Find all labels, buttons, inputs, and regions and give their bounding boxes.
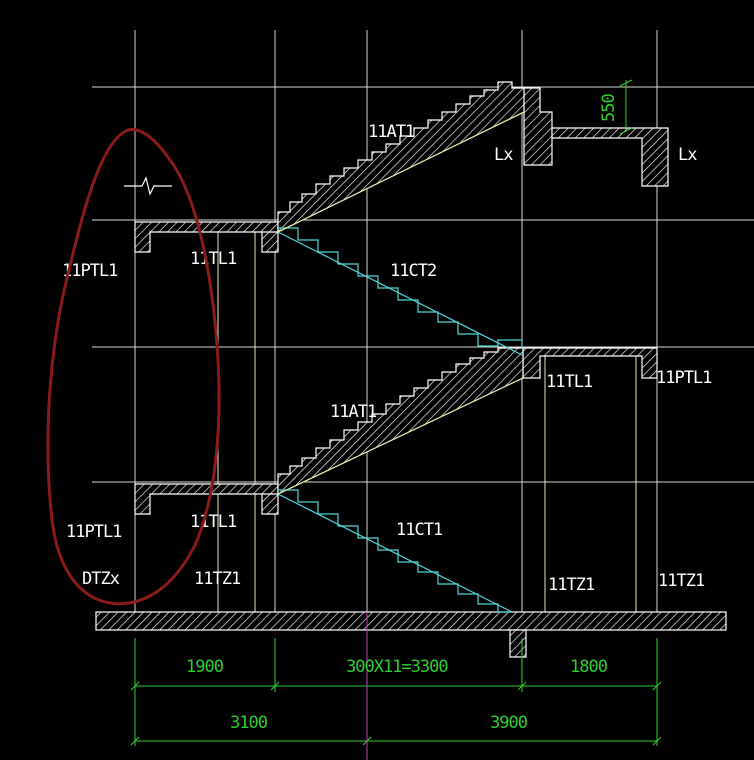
- right-landing: [522, 347, 658, 379]
- label-11tl1-left-upper: 11TL1: [190, 249, 237, 269]
- ground-slab: [95, 611, 727, 658]
- dim-550: [619, 79, 633, 135]
- label-lx-left: Lx: [494, 145, 513, 165]
- label-11tl1-right: 11TL1: [546, 372, 593, 392]
- label-11tz1-right: 11TZ1: [658, 571, 705, 591]
- flight-11ct2: [277, 227, 523, 356]
- label-11tz1-mid: 11TZ1: [548, 575, 595, 595]
- dim-text-1900: 1900: [186, 657, 224, 677]
- dim-text-stair-span: 300X11=3300: [346, 657, 448, 677]
- label-11tz1-left: 11TZ1: [194, 569, 241, 589]
- dim-text-1800: 1800: [570, 657, 608, 677]
- label-11ct1: 11CT1: [396, 520, 443, 540]
- label-11at1-lower: 11AT1: [330, 402, 377, 422]
- label-11at1-upper: 11AT1: [368, 122, 415, 142]
- dim-text-3100: 3100: [230, 713, 268, 733]
- flight-11at1-lower: [277, 347, 524, 495]
- label-11ptl1-right: 11PTL1: [656, 368, 712, 388]
- dim-text-550: 550: [599, 94, 619, 122]
- wall-outlines: [217, 228, 637, 612]
- label-11tl1-left-lower: 11TL1: [190, 512, 237, 532]
- dim-text-3900: 3900: [490, 713, 528, 733]
- break-symbol: [124, 176, 172, 196]
- dimension-lines: [130, 612, 662, 760]
- flight-11at1-upper: [277, 81, 525, 233]
- markup-ellipse: [46, 128, 221, 606]
- flight-11ct1: [277, 489, 513, 613]
- label-11ct2: 11CT2: [390, 261, 436, 281]
- label-lx-right: Lx: [678, 145, 697, 165]
- slope-lines: [277, 111, 525, 495]
- label-dtzx: DTZx: [82, 569, 120, 589]
- label-11ptl1-left-lower: 11PTL1: [66, 522, 122, 542]
- grid-lines: [92, 30, 754, 612]
- label-11ptl1-left-upper: 11PTL1: [62, 261, 118, 281]
- top-beams: [523, 87, 669, 187]
